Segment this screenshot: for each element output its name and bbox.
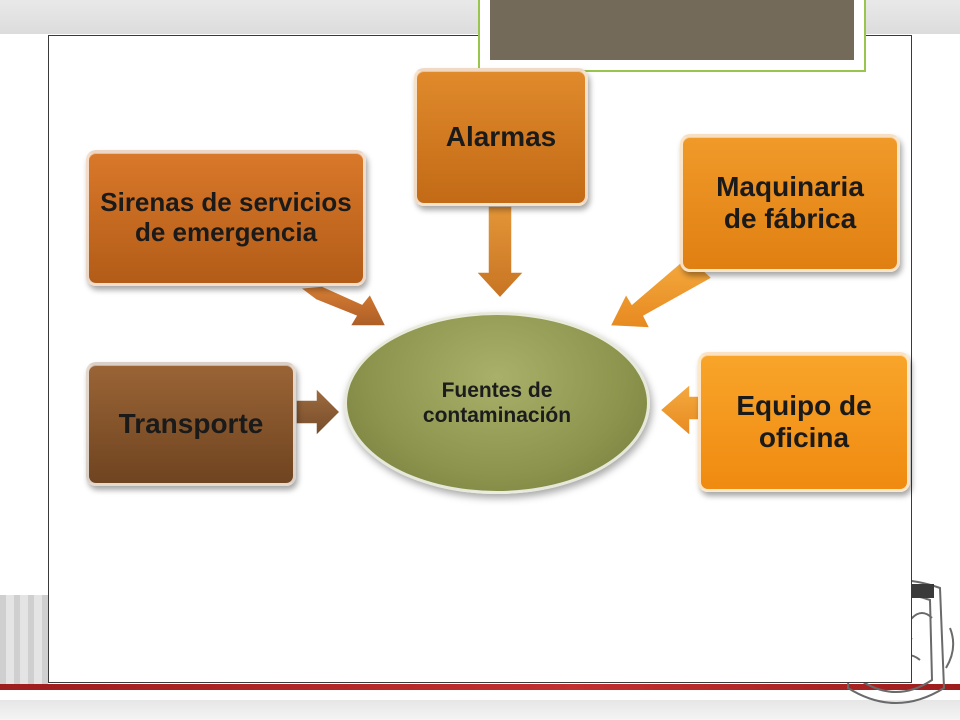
- background-bottom-band: [0, 700, 960, 720]
- arrow-transporte: [295, 386, 342, 438]
- title-placeholder: [478, 0, 866, 72]
- node-equipo-label: Equipo de oficina: [736, 389, 872, 453]
- center-node: Fuentes de contaminación: [344, 312, 650, 494]
- node-maquinaria: Maquinaria de fábrica: [680, 134, 900, 272]
- arrow-alarmas: [474, 205, 526, 300]
- node-transporte: Transporte: [86, 362, 296, 486]
- footer-accent-line: [0, 684, 960, 690]
- arrow-equipo: [658, 382, 701, 438]
- arrow-maquinaria: [608, 254, 714, 329]
- title-placeholder-fill: [490, 0, 854, 60]
- center-node-label: Fuentes de contaminación: [422, 378, 572, 427]
- node-sirenas-label: Sirenas de servicios de emergencia: [100, 187, 352, 247]
- node-equipo: Equipo de oficina: [698, 352, 910, 492]
- node-alarmas: Alarmas: [414, 68, 588, 206]
- node-sirenas: Sirenas de servicios de emergencia: [86, 150, 366, 286]
- node-alarmas-label: Alarmas: [445, 120, 557, 152]
- node-transporte-label: Transporte: [118, 407, 264, 439]
- background-left-stripes: [0, 595, 48, 685]
- arrow-sirenas: [297, 285, 388, 327]
- node-maquinaria-label: Maquinaria de fábrica: [716, 170, 864, 234]
